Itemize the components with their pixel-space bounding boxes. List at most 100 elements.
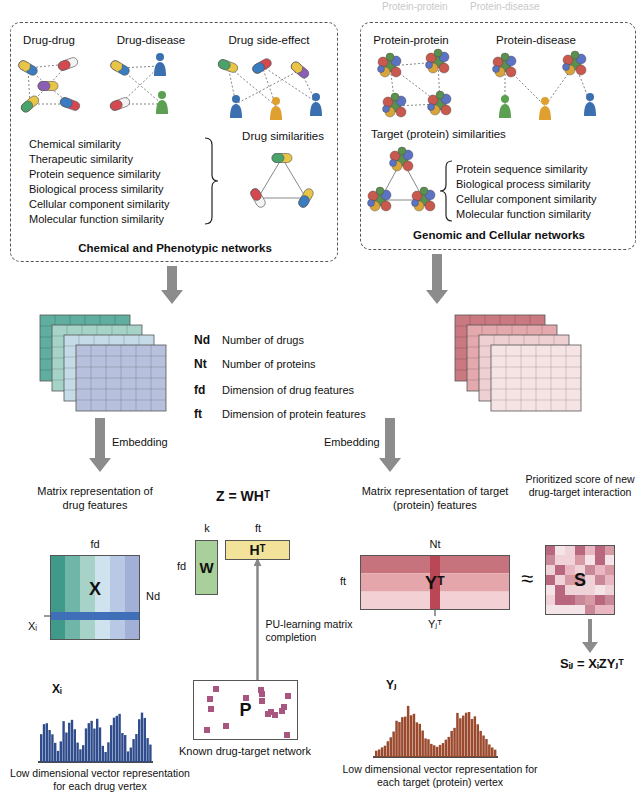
- decoration: [605, 595, 615, 605]
- decoration: [571, 51, 579, 59]
- decoration: [605, 545, 615, 555]
- decoration: [50, 555, 65, 640]
- histogram-bar: [124, 735, 126, 762]
- decoration: [207, 696, 213, 702]
- decoration: [565, 585, 575, 595]
- histogram-bar: [375, 751, 378, 757]
- decoration: [381, 201, 391, 211]
- matrix-box: X: [50, 555, 140, 640]
- decoration: [595, 575, 605, 585]
- histogram-bar: [60, 741, 62, 762]
- histogram-bar: [104, 752, 106, 762]
- histogram-bar: [436, 747, 439, 757]
- histogram-bar: [381, 747, 384, 757]
- label: Number of proteins: [222, 358, 316, 372]
- histogram-bar: [462, 716, 465, 757]
- decoration: [412, 200, 419, 207]
- protein-icon: [426, 49, 450, 73]
- label: Xᵢ: [28, 620, 37, 634]
- decoration: [67, 99, 72, 108]
- histogram-bar: [90, 721, 92, 762]
- decoration: [605, 585, 615, 595]
- decoration: [491, 400, 581, 401]
- histogram-bar: [450, 731, 453, 757]
- decoration: [38, 82, 50, 91]
- matrix-letter: Yᵀ: [425, 574, 445, 592]
- decoration: [360, 573, 510, 591]
- decoration: [270, 106, 282, 120]
- label: Protein-protein: [382, 1, 448, 14]
- decoration: [491, 378, 581, 379]
- histogram-bar: [116, 716, 118, 762]
- decoration: [585, 575, 595, 585]
- label: Dimension of drug features: [222, 384, 354, 398]
- histogram-bar: [439, 745, 442, 757]
- decoration: [420, 187, 428, 195]
- panel-text: Target (protein) similarities: [371, 127, 506, 141]
- label: Low dimensional vector representation fo…: [330, 763, 550, 789]
- label: Sᵢⱼ = XᵢZYⱼᵀ: [560, 656, 624, 672]
- histogram-bar: [102, 746, 104, 762]
- decoration: [272, 97, 280, 105]
- histogram-bar: [88, 723, 90, 762]
- histogram-bar: [82, 745, 84, 762]
- matrix-letter: S: [574, 571, 586, 589]
- label: Number of drugs: [222, 334, 304, 348]
- decoration: [595, 555, 605, 565]
- histogram-bar: [40, 734, 42, 762]
- label: Matrix representation of drug features: [30, 485, 160, 513]
- edge-label: PU-learning matrix completion: [266, 618, 366, 644]
- decoration: [289, 60, 310, 80]
- decoration: [575, 555, 585, 565]
- decoration: [272, 154, 284, 163]
- panel-text: Protein-protein: [373, 33, 448, 47]
- decoration: [109, 59, 124, 73]
- decoration: [555, 585, 565, 595]
- protein-icon: [378, 53, 402, 77]
- histogram-bar: [453, 728, 456, 757]
- decoration: [403, 161, 413, 171]
- decoration: [217, 58, 231, 71]
- decoration: [605, 605, 615, 615]
- decoration: [506, 67, 516, 77]
- decoration: [390, 160, 397, 167]
- decoration: [555, 555, 565, 565]
- label: ft: [255, 522, 261, 536]
- panel-text: Molecular function similarity: [29, 213, 164, 227]
- decoration: [310, 102, 322, 116]
- histogram-bar: [68, 723, 70, 762]
- decoration: [223, 723, 229, 729]
- decoration: [575, 545, 585, 555]
- histogram-bar: [474, 716, 477, 757]
- label: fd: [90, 538, 99, 552]
- histogram-bar: [110, 725, 112, 762]
- decoration: [576, 65, 586, 75]
- decoration: [441, 105, 451, 115]
- histogram-bar: [442, 743, 445, 757]
- decoration: [225, 540, 290, 560]
- label: Xᵢ: [52, 682, 62, 697]
- histogram-bar: [390, 737, 393, 757]
- panel-text: Protein sequence similarity: [29, 168, 160, 182]
- decoration: [545, 575, 555, 585]
- decoration: [555, 545, 565, 555]
- connector: [256, 560, 259, 680]
- histogram-bar: [93, 729, 95, 762]
- histogram-bar: [468, 712, 471, 757]
- panel-text: Protein-disease: [496, 33, 576, 47]
- decoration: [585, 585, 595, 595]
- decoration: [249, 187, 263, 202]
- bracket: [440, 161, 452, 221]
- person-icon: [154, 53, 166, 76]
- histogram-bar: [387, 741, 390, 757]
- histogram-bar: [79, 749, 81, 762]
- histogram-bar: [51, 734, 53, 762]
- decoration: [378, 66, 385, 73]
- decoration: [595, 545, 605, 555]
- label: Low dimensional vector representation fo…: [5, 767, 195, 793]
- histogram-bar: [410, 715, 413, 757]
- histogram-bar: [445, 740, 448, 757]
- decoration: [109, 96, 131, 111]
- histogram-bar: [118, 714, 120, 762]
- pill-icon: [59, 96, 81, 111]
